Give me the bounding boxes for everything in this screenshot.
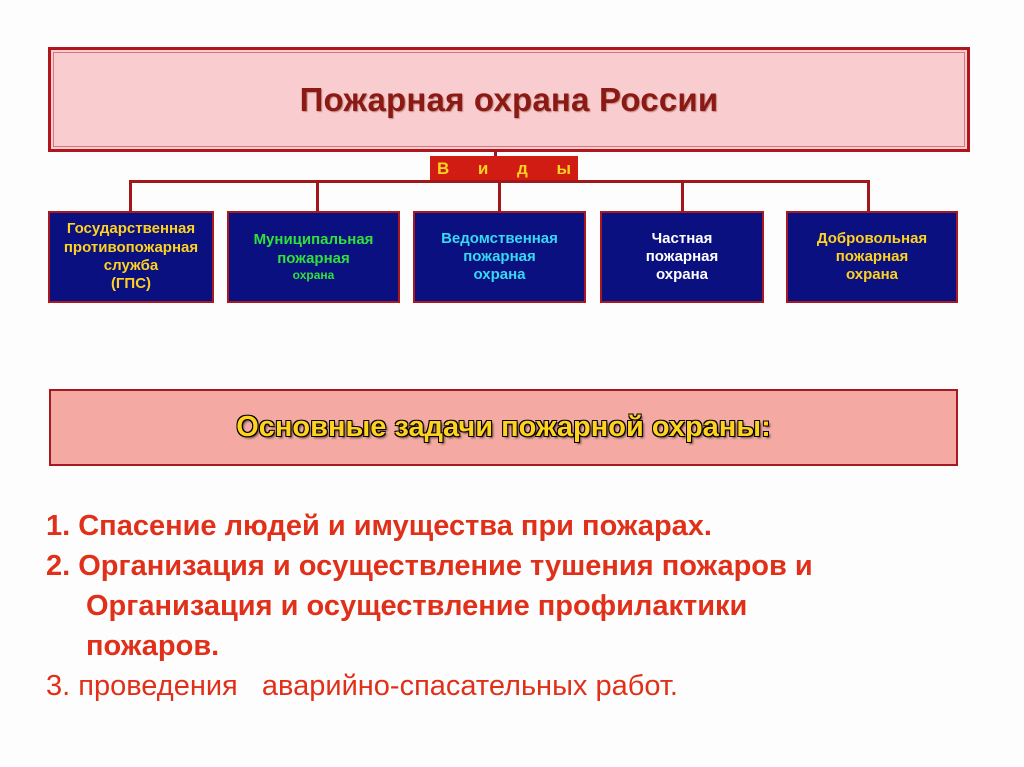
connector-drop xyxy=(129,180,132,212)
types-label-letter: В xyxy=(437,159,450,178)
type-line: пожарная xyxy=(277,249,350,267)
task-item-continuation: Организация и осуществление профилактики xyxy=(86,590,748,622)
task-item: 3. проведения аварийно-спасательных рабо… xyxy=(46,670,678,702)
type-line: пожарная xyxy=(835,247,909,265)
type-box-volunteer: Добровольная пожарная охрана xyxy=(786,211,958,303)
type-line: Добровольная xyxy=(816,229,928,247)
types-label-letter: д xyxy=(517,159,528,178)
type-line: служба xyxy=(103,257,159,274)
types-label-letter: и xyxy=(477,159,489,178)
connector-title-to-label xyxy=(494,150,497,157)
type-line: пожарная xyxy=(645,247,719,265)
connector-drop xyxy=(681,180,684,212)
type-box-state-fire-service: Государственная противопожарная служба (… xyxy=(48,211,214,303)
connector-drop xyxy=(867,180,870,212)
type-line: Муниципальная xyxy=(253,231,374,249)
type-line: пожарная xyxy=(463,247,536,265)
type-box-private: Частная пожарная охрана xyxy=(600,211,764,303)
type-line: (ГПС) xyxy=(110,275,152,293)
type-line: охрана xyxy=(473,266,526,284)
type-box-municipal: Муниципальная пожарная охрана xyxy=(227,211,400,303)
types-label-letter: ы xyxy=(556,159,571,178)
type-line: противопожарная xyxy=(63,238,199,256)
connector-drop xyxy=(316,180,319,212)
type-line: охрана xyxy=(655,266,709,284)
type-line: Ведомственная xyxy=(441,229,558,247)
type-box-departmental: Ведомственная пожарная охрана xyxy=(413,211,586,303)
type-line: Частная xyxy=(651,229,713,247)
type-line: Государственная xyxy=(66,220,196,238)
task-list: 1. Спасение людей и имущества при пожара… xyxy=(46,506,1006,706)
type-line: охрана xyxy=(292,267,335,282)
tasks-heading-box: Основные задачи пожарной охраны: xyxy=(49,389,958,466)
types-label: В и д ы xyxy=(430,156,578,182)
diagram-title: Пожарная охрана России xyxy=(299,80,719,118)
type-line: охрана xyxy=(845,266,899,284)
tasks-heading: Основные задачи пожарной охраны: xyxy=(236,411,771,443)
title-box: Пожарная охрана России xyxy=(48,47,970,152)
task-item: 2. Организация и осуществление тушения п… xyxy=(46,550,813,582)
connector-drop xyxy=(498,180,501,212)
task-item: 1. Спасение людей и имущества при пожара… xyxy=(46,510,712,542)
task-item-continuation: пожаров. xyxy=(86,630,220,662)
